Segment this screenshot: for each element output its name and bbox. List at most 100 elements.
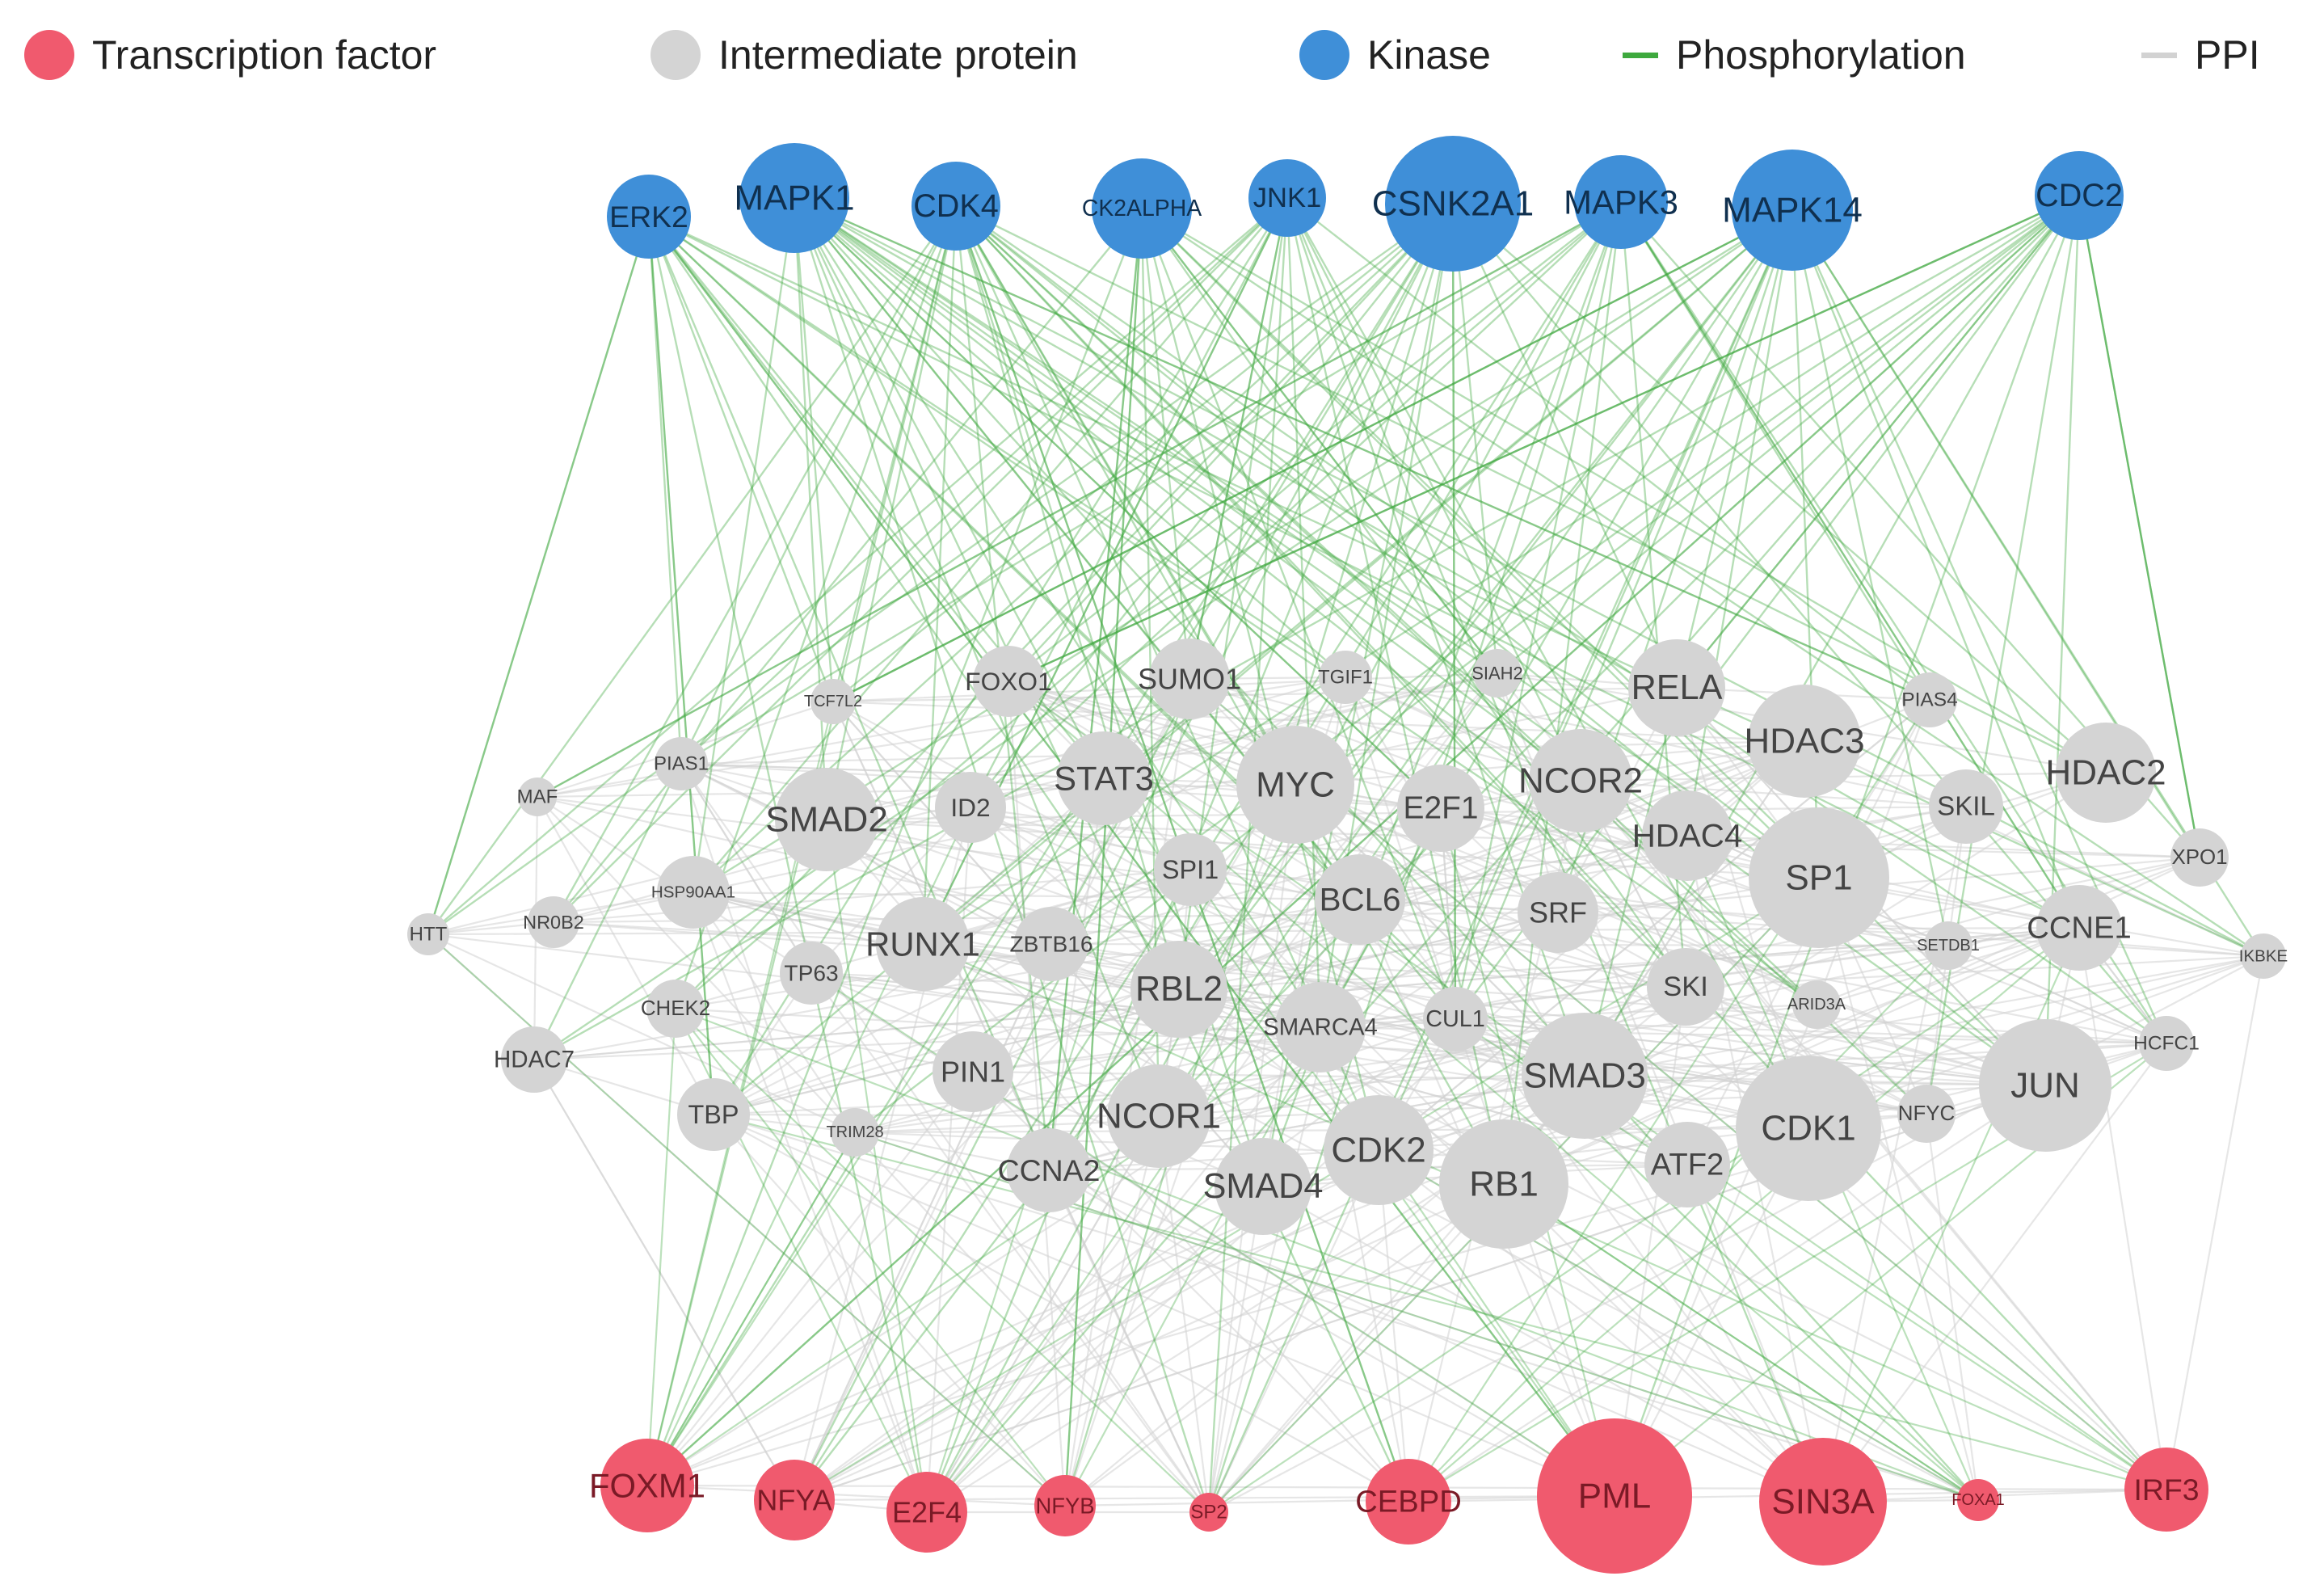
phosphorylation-edge (793, 197, 835, 702)
ppi-line-icon (2141, 52, 2177, 58)
phosphorylation-edge (955, 205, 2167, 1490)
node-circle (1324, 1095, 1434, 1205)
phosphorylation-edge (1451, 203, 1457, 1020)
node-myc: MYC (1236, 726, 1354, 844)
node-srf: SRF (1518, 872, 1598, 953)
node-pml: PML (1537, 1418, 1692, 1574)
ppi-edge (553, 806, 971, 924)
phosphorylation-edge (553, 197, 1288, 923)
node-label: ZBTB16 (1009, 932, 1093, 957)
ppi-edge (1925, 1113, 1980, 1501)
node-label: SUMO1 (1138, 663, 1241, 696)
node-chek2: CHEK2 (641, 980, 710, 1038)
node-circle (1574, 155, 1668, 249)
node-circle (677, 1078, 750, 1151)
node-circle (1215, 1138, 1311, 1235)
node-cdk1: CDK1 (1736, 1056, 1881, 1201)
ppi-edge (1047, 778, 1105, 1171)
node-label: RB1 (1469, 1165, 1539, 1204)
node-circle (1736, 1056, 1881, 1201)
node-circle (739, 143, 849, 253)
ppi-edge (970, 806, 1456, 1021)
ppi-edge (1675, 687, 1810, 1129)
ppi-edge (1208, 1149, 1379, 1513)
phosphorylation-edge (793, 197, 1210, 1513)
node-circle (1473, 649, 1522, 697)
node-label: NCOR1 (1097, 1097, 1221, 1136)
node-smarca4: SMARCA4 (1263, 982, 1378, 1073)
phosphorylation-edge (832, 205, 958, 702)
node-ccne1: CCNE1 (2027, 885, 2132, 971)
node-label: SP2 (1190, 1502, 1227, 1523)
ppi-edge (1048, 1169, 1615, 1497)
phosphorylation-edge (647, 216, 683, 765)
node-label: JUN (2010, 1066, 2080, 1106)
node-circle (1792, 980, 1841, 1029)
node-circle (501, 1026, 567, 1093)
phosphorylation-edge (794, 197, 1442, 809)
legend-label: Kinase (1367, 32, 1491, 78)
ppi-edge (1178, 740, 1805, 991)
phosphorylation-edge (533, 194, 2080, 1061)
node-circle (1092, 158, 1192, 259)
node-circle (1902, 672, 1957, 727)
node-label: XPO1 (2171, 846, 2227, 869)
node-label: SMAD4 (1203, 1167, 1324, 1206)
phosphorylation-edge (1451, 203, 1457, 1020)
phosphorylation-edge (954, 205, 1297, 786)
legend-label: Phosphorylation (1676, 32, 1966, 78)
node-label: PIN1 (941, 1056, 1005, 1089)
node-circle (1732, 150, 1853, 271)
node-circle (1759, 1438, 1887, 1566)
node-circle (655, 737, 708, 790)
node-ikbke: IKBKE (2239, 933, 2288, 979)
node-circle (528, 896, 579, 948)
phosphorylation-edge (693, 197, 1288, 893)
node-label: CDC2 (2036, 178, 2123, 213)
node-smad4: SMAD4 (1203, 1138, 1324, 1235)
phosphorylation-edge (2078, 195, 2201, 858)
phosphorylation-edge (794, 196, 1930, 702)
node-label: PIAS1 (654, 753, 709, 775)
ppi-edge (646, 740, 1805, 1486)
node-ck2alpha: CK2ALPHA (1082, 158, 1202, 259)
phosphorylation-edge (552, 205, 958, 923)
phosphorylation-edge (648, 215, 2080, 929)
node-label: SMARCA4 (1263, 1014, 1378, 1041)
node-label: ATF2 (1651, 1148, 1724, 1182)
node-label: JNK1 (1253, 183, 1322, 213)
phosphorylation-edge (646, 208, 1143, 1486)
node-label: CEBPD (1355, 1485, 1462, 1519)
ppi-edge (537, 783, 1296, 799)
legend-item-ppi: PPI (2141, 23, 2260, 87)
phosphorylation-line-icon (1623, 52, 1658, 58)
node-ncor1: NCOR1 (1097, 1064, 1221, 1168)
phosphorylation-edge (1791, 209, 2081, 929)
phosphorylation-edge (647, 216, 715, 1115)
phosphorylation-edge (1050, 195, 2080, 945)
node-circle (2035, 151, 2124, 240)
node-label: RBL2 (1135, 970, 1223, 1009)
phosphorylation-edge (1686, 209, 1794, 837)
phosphorylation-edge (1791, 209, 2265, 957)
node-circle (973, 646, 1044, 717)
ppi-edge (794, 1186, 1264, 1501)
phosphorylation-edge (1502, 201, 1623, 1185)
node-stat3: STAT3 (1054, 731, 1154, 825)
ppi-edge (922, 942, 1321, 1029)
phosphorylation-edge (646, 1132, 856, 1486)
ppi-edge (1178, 876, 1820, 991)
node-sp2: SP2 (1189, 1493, 1228, 1532)
node-circle (886, 1472, 967, 1553)
phosphorylation-edge (648, 216, 1979, 1501)
ppi-edge (1048, 856, 2200, 1172)
ppi-edge (1454, 1018, 1616, 1497)
legend-item-phosphorylation: Phosphorylation (1623, 23, 1966, 87)
node-circle (1007, 1128, 1091, 1212)
node-trim28: TRIM28 (826, 1108, 884, 1157)
phosphorylation-edge (794, 209, 1793, 1501)
node-label: TP63 (784, 961, 838, 986)
node-circle (1130, 941, 1227, 1038)
node-circle (1979, 1019, 2111, 1152)
node-label: TRIM28 (826, 1123, 883, 1141)
